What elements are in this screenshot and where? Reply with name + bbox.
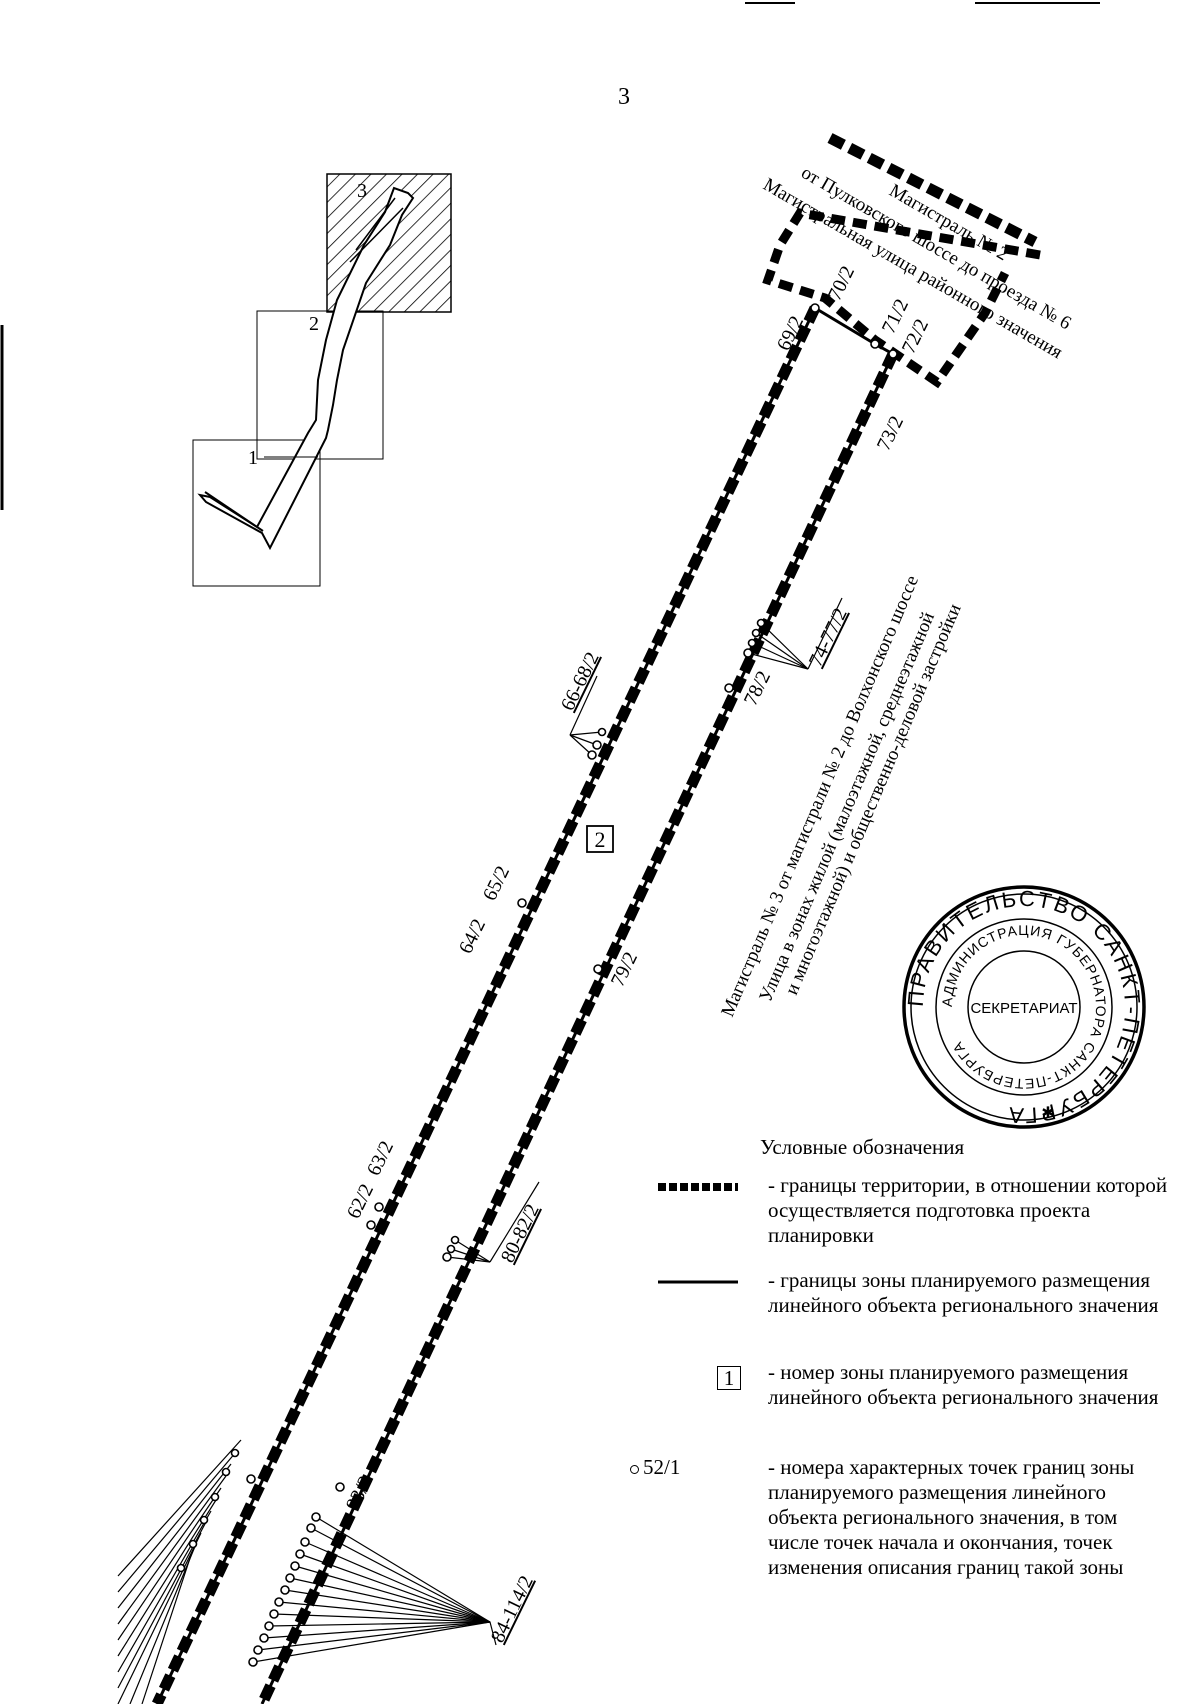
point-symbol: 52/1: [630, 1455, 680, 1480]
zone-boundary: [155, 307, 817, 1704]
zone-boundary: [814, 306, 894, 356]
point-label-70: 70/2: [824, 263, 859, 305]
solid-line-icon: [658, 1280, 738, 1284]
adjacent-hatching: [117, 1439, 242, 1704]
point-label-65: 65/2: [479, 863, 514, 905]
point-label-62: 62/2: [343, 1181, 378, 1223]
official-seal: ПРАВИТЕЛЬСТВО САНКТ-ПЕТЕРБУРГА АДМИНИСТР…: [902, 885, 1146, 1129]
dashed-boundary-icon: [658, 1183, 738, 1191]
boxed-number-icon: 1: [717, 1366, 741, 1390]
inset-frame-1: [192, 439, 321, 587]
leader-lines-84-114: [252, 1516, 497, 1663]
inset-key-map: 3 2 1: [192, 173, 452, 587]
point-label-74-77: 74-77/2: [805, 605, 852, 671]
leader-lines: [446, 597, 843, 1263]
seal-star-icon: ✱: [1041, 1105, 1054, 1122]
point-label-84-114: 84-114/2: [487, 1572, 538, 1646]
point-label-80-82: 80-82/2: [497, 1201, 544, 1267]
legend-item-text: - границы зоны планируемого размещения л…: [768, 1268, 1159, 1317]
territory-boundary: [762, 208, 1041, 389]
point-label-73: 73/2: [873, 413, 908, 455]
legend-item-text: - номер зоны планируемого размещения лин…: [768, 1360, 1159, 1409]
legend-item-text: - границы территории, в отношении которо…: [768, 1173, 1168, 1247]
point-label-63: 63/2: [363, 1138, 398, 1180]
legend-item-text: - номера характерных точек границ зоны п…: [768, 1455, 1135, 1579]
street-main3-zone: Улица в зонах жилой (малоэтажной, средне…: [755, 609, 939, 1005]
point-label-64: 64/2: [455, 916, 490, 958]
territory-boundary: [827, 133, 1038, 247]
inset-label-3: 3: [357, 180, 367, 202]
inset-corridor: [197, 186, 415, 551]
inset-label-2: 2: [309, 313, 319, 335]
zone-boundary: [260, 353, 895, 1704]
point-label-66-68: 66-68/2: [557, 649, 604, 715]
point-icon: [630, 1464, 639, 1474]
seal-center-text: СЕКРЕТАРИАТ: [970, 1000, 1077, 1017]
page-number: 3: [618, 84, 630, 110]
zone-number-box: [586, 825, 614, 853]
zone-number: 2: [595, 827, 606, 852]
point-symbol-label: 52/1: [643, 1455, 681, 1479]
legend-title: Условные обозначения: [760, 1135, 965, 1159]
inset-label-1: 1: [248, 447, 258, 469]
boundary-points: [176, 303, 898, 1667]
